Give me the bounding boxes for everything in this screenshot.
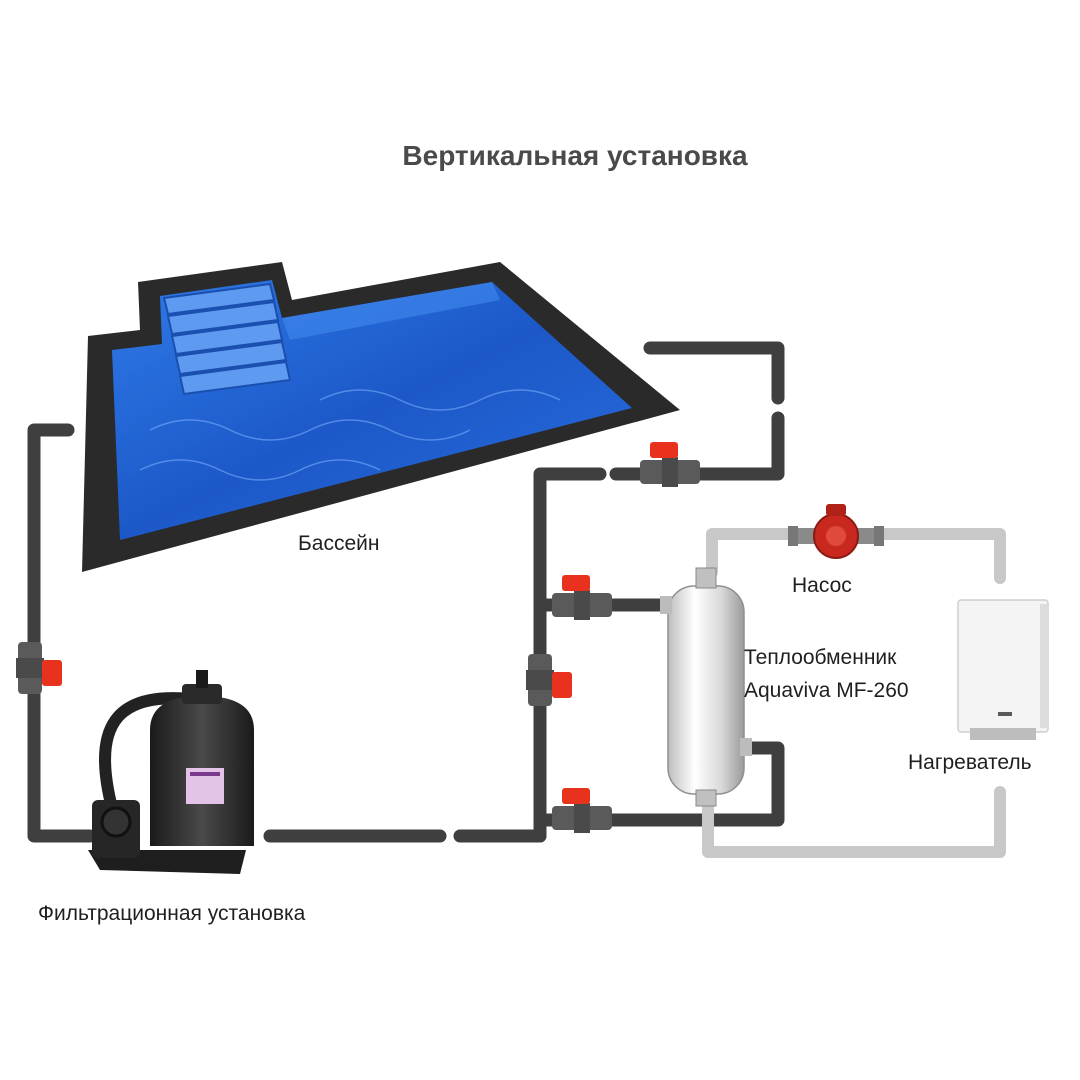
filtration-unit bbox=[88, 670, 254, 874]
heater-boiler bbox=[957, 599, 1049, 740]
valve[interactable] bbox=[552, 788, 612, 833]
valve-handle bbox=[42, 660, 62, 686]
valve[interactable] bbox=[526, 654, 572, 706]
valve[interactable] bbox=[16, 642, 62, 694]
multiport-valve bbox=[182, 684, 222, 704]
heat-exchanger-label-line2: Aquaviva MF-260 bbox=[744, 679, 909, 702]
pipe-riser bbox=[533, 467, 607, 843]
pipe-branch-lower bbox=[533, 741, 785, 827]
pool-steps bbox=[162, 282, 292, 396]
heater-label: Нагреватель bbox=[908, 751, 1032, 774]
pipe-heater-bottom bbox=[702, 786, 1006, 858]
valve-handle bbox=[562, 788, 590, 804]
pipe-pool-to-filter bbox=[27, 423, 97, 843]
pipe-return-top bbox=[643, 341, 785, 405]
circulation-pump bbox=[788, 504, 884, 559]
pool-label: Бассейн bbox=[298, 532, 380, 555]
pipe-heater-top bbox=[706, 528, 1006, 584]
pump-label: Насос bbox=[792, 574, 852, 597]
valve-handle bbox=[650, 442, 678, 458]
valve-handle bbox=[562, 575, 590, 591]
water-caustics bbox=[139, 389, 561, 481]
heat-exchanger bbox=[660, 567, 752, 807]
valve[interactable] bbox=[552, 575, 612, 620]
valve-handle bbox=[552, 672, 572, 698]
filter-hose bbox=[99, 692, 206, 814]
pool-inner-wall bbox=[282, 282, 500, 340]
page-title: Вертикальная установка bbox=[402, 140, 748, 171]
valve[interactable] bbox=[640, 442, 700, 487]
light-pipes bbox=[702, 528, 1006, 858]
pool bbox=[82, 262, 680, 572]
filtration-unit-label: Фильтрационная установка bbox=[38, 902, 306, 925]
heat-exchanger-label-line1: Теплообменник bbox=[744, 646, 897, 669]
